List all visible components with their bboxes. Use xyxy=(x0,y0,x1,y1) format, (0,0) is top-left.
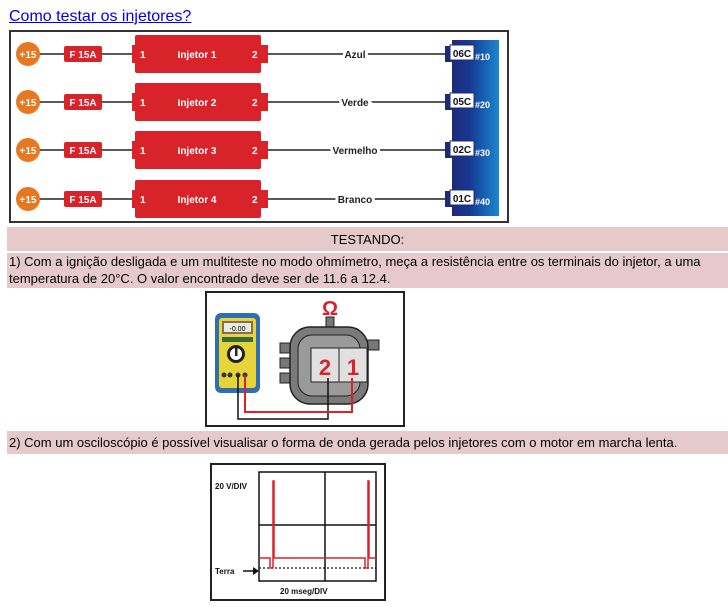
ecu-pin-box xyxy=(449,189,475,206)
pin-out-label: 2 xyxy=(252,98,258,109)
injector-label: Injetor 3 xyxy=(178,146,217,157)
wiring-row: +15 F 15A 1 Injetor 1 2 Azul 06C #10 xyxy=(16,35,490,73)
supply-label: +15 xyxy=(20,98,37,109)
fuse xyxy=(64,142,102,158)
fuse-label: F 15A xyxy=(69,195,96,206)
ecu-pin-label: 02C xyxy=(453,145,471,156)
ecu-connector-tab xyxy=(445,94,452,110)
figure-frame xyxy=(210,463,386,601)
injector-pin xyxy=(260,45,268,63)
supply-label: +15 xyxy=(20,146,37,157)
ecu-pin-label: 06C xyxy=(453,49,471,60)
ecu-pin-box xyxy=(449,92,475,109)
injector-body xyxy=(135,35,261,73)
horizontal-scale-label: 20 mseg/DIV xyxy=(280,587,328,596)
wire-color-label: Azul xyxy=(344,50,365,61)
ecu-ref-label: #20 xyxy=(475,100,490,110)
fuse-label: F 15A xyxy=(69,146,96,157)
vertical-scale-label: 20 V/DIV xyxy=(215,482,248,491)
supply-label: +15 xyxy=(20,195,37,206)
oscilloscope-figure: 20 V/DIV Terra 20 mseg/DIV xyxy=(210,463,386,601)
testing-heading: TESTANDO: xyxy=(330,232,405,247)
multimeter-display: -0.00 xyxy=(230,326,246,333)
ecu-connector-tab xyxy=(445,191,452,207)
wire-color-label: Branco xyxy=(338,195,372,206)
step2-text: 2) Com um osciloscópio é possível visual… xyxy=(9,435,678,450)
pin-out-label: 2 xyxy=(252,50,258,61)
wiring-row: +15 F 15A 1 Injetor 3 2 Vermelho 02C #30 xyxy=(16,131,490,169)
wiring-row: +15 F 15A 1 Injetor 4 2 Branco 01C #40 xyxy=(16,180,490,218)
supply-terminal xyxy=(16,90,40,114)
wire-color-label: Vermelho xyxy=(332,146,377,157)
ecu-pin-box xyxy=(449,140,475,157)
fuse xyxy=(64,94,102,110)
wiring-row: +15 F 15A 1 Injetor 2 2 Verde 05C #20 xyxy=(16,83,490,121)
red-test-lead xyxy=(244,375,353,413)
pin-in-label: 1 xyxy=(140,50,146,61)
fuse xyxy=(64,191,102,207)
injector-pin xyxy=(260,190,268,208)
step1-band: 1) Com a ignição desligada e um multites… xyxy=(7,253,728,288)
injector-waveform xyxy=(259,480,376,569)
title-link[interactable]: Como testar os injetores? xyxy=(9,8,192,25)
ecu-connector-tab xyxy=(445,46,452,62)
wire-color-label: Verde xyxy=(341,98,369,109)
terminal-2-label: 2 xyxy=(319,355,331,380)
injector-body xyxy=(135,180,261,218)
ground-arrow-icon xyxy=(243,567,259,575)
step1-text: 1) Com a ignição desligada e um multites… xyxy=(9,254,701,286)
step2-band: 2) Com um osciloscópio é possível visual… xyxy=(7,431,728,454)
pin-in-label: 1 xyxy=(140,98,146,109)
ecu-ref-label: #30 xyxy=(475,148,490,158)
injector-body xyxy=(135,131,261,169)
ecu-pin-box xyxy=(449,44,475,61)
ecu-ref-label: #10 xyxy=(475,52,490,62)
ecu-pin-label: 01C xyxy=(453,194,471,205)
injector-label: Injetor 4 xyxy=(178,195,217,206)
multimeter-figure: -0.00 2 1 Ω xyxy=(205,291,405,427)
supply-terminal xyxy=(16,138,40,162)
ecu-pin-label: 05C xyxy=(453,97,471,108)
supply-terminal xyxy=(16,42,40,66)
terminal-1-label: 1 xyxy=(347,355,359,380)
injector-body xyxy=(135,83,261,121)
ground-label: Terra xyxy=(215,567,235,576)
fuse-label: F 15A xyxy=(69,98,96,109)
injector-label: Injetor 2 xyxy=(178,98,217,109)
ecu-ref-label: #40 xyxy=(475,197,490,207)
scope-grid xyxy=(258,471,377,582)
injector-label: Injetor 1 xyxy=(178,50,217,61)
ecu-connector-tab xyxy=(445,142,452,158)
testing-heading-band: TESTANDO: xyxy=(7,227,728,251)
pin-in-label: 1 xyxy=(140,146,146,157)
injector-pin xyxy=(260,141,268,159)
fuse xyxy=(64,46,102,62)
injector-pin xyxy=(260,93,268,111)
supply-terminal xyxy=(16,187,40,211)
pin-out-label: 2 xyxy=(252,146,258,157)
black-test-lead xyxy=(237,375,329,420)
pin-out-label: 2 xyxy=(252,195,258,206)
fuse-label: F 15A xyxy=(69,50,96,61)
supply-label: +15 xyxy=(20,50,37,61)
ecu-block xyxy=(452,40,499,216)
injector-connector-icon: 2 1 xyxy=(279,316,380,405)
pin-in-label: 1 xyxy=(140,195,146,206)
multimeter-icon: -0.00 xyxy=(215,313,260,393)
ohm-symbol: Ω xyxy=(322,298,338,320)
